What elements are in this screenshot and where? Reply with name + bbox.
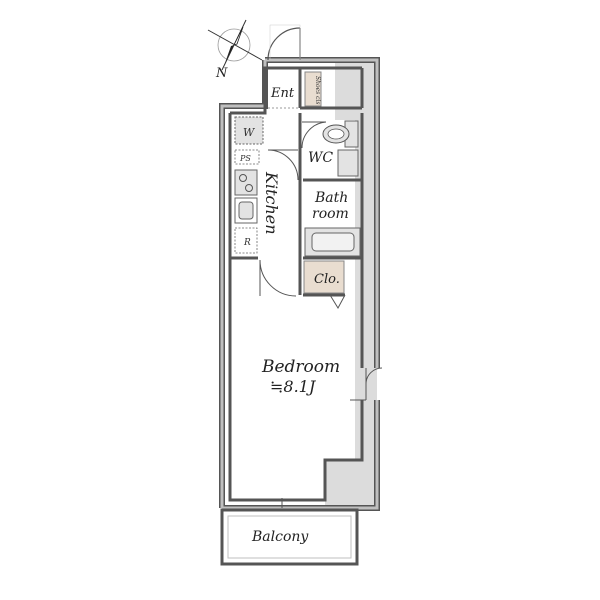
closet-door-icon (329, 294, 346, 310)
wc-label: WC (308, 150, 333, 166)
balcony-window (240, 498, 325, 508)
bedroom-size-label: ≒8.1J (270, 377, 317, 396)
bedroom-door-swing-icon (259, 259, 297, 297)
pipe-space-label: PS (239, 154, 251, 163)
shoe-cabinet-label: Shoes cls (314, 76, 321, 104)
inner-walls (228, 66, 364, 502)
fridge-space (234, 227, 258, 254)
balcony-label: Balcony (251, 529, 309, 545)
exterior-shade (355, 120, 377, 505)
bedroom-label: Bedroom (261, 357, 340, 377)
washer-icon (234, 116, 264, 145)
closet (303, 260, 345, 294)
toilet-icon (322, 120, 359, 148)
pipe-shaft (335, 60, 377, 120)
balcony (220, 508, 359, 566)
entrance-label: Ent (270, 86, 295, 101)
exterior-shade-lower (325, 460, 365, 505)
wc-shelf (337, 149, 359, 177)
washer-label: W (243, 126, 256, 139)
stove-icon (234, 169, 258, 196)
kitchen-label: Kitchen (262, 171, 281, 235)
bath-label-line2: room (312, 206, 349, 222)
wc-door-swing-icon (301, 121, 327, 149)
bathtub-icon (304, 227, 361, 257)
fridge-label: R (243, 238, 251, 248)
hall-door-swing-icon (267, 149, 299, 181)
entrance-door-swing-icon (267, 24, 301, 61)
bath-label-line1: Bath (314, 190, 348, 206)
north-label: N (215, 66, 228, 81)
shoe-cabinet (304, 71, 322, 107)
compass-rose-icon (207, 19, 263, 71)
outer-walls (219, 57, 380, 511)
side-door-swing-icon (350, 367, 383, 401)
sink-icon (234, 197, 258, 224)
closet-label: Clo. (314, 272, 340, 287)
pipe-space (234, 149, 260, 165)
